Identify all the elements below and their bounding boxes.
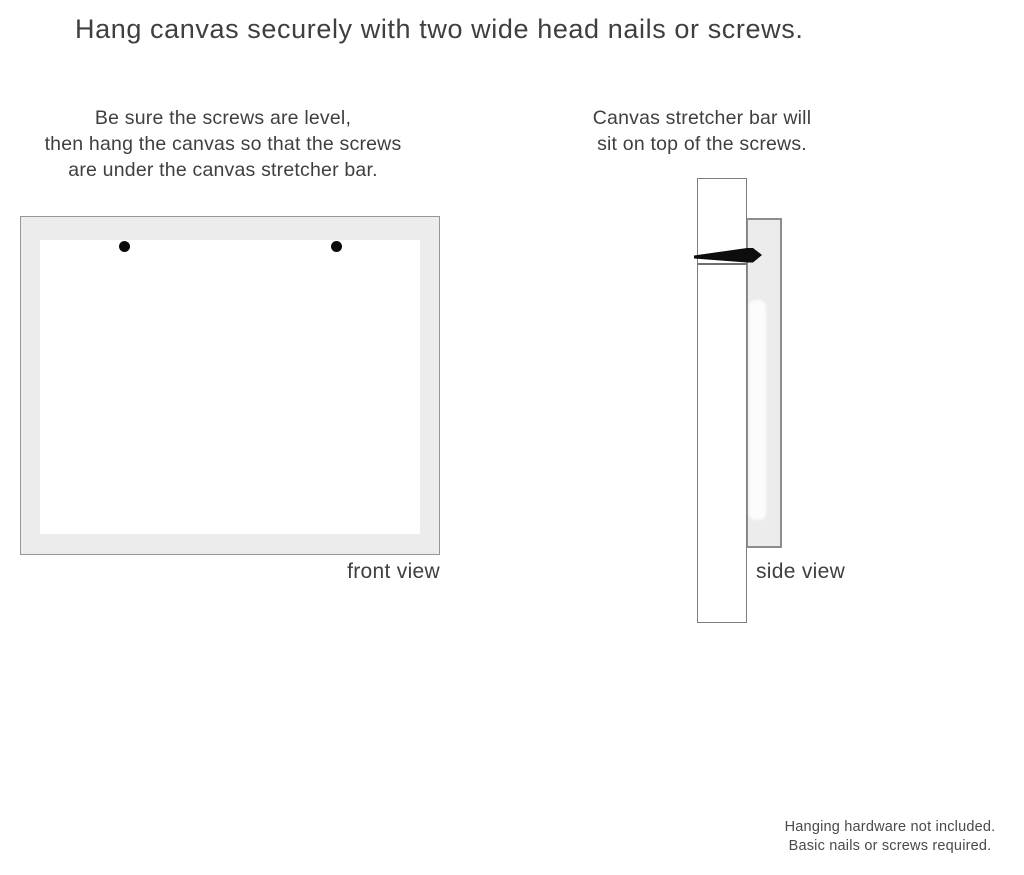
front-view-instruction-line-2: then hang the canvas so that the screws	[44, 133, 402, 155]
front-view-label: front view	[347, 560, 440, 583]
side-view-instruction: Canvas stretcher bar will sit on top of …	[570, 105, 834, 157]
hardware-footnote: Hanging hardware not included. Basic nai…	[762, 818, 1018, 856]
side-view-bar-divider-line	[698, 263, 746, 265]
side-view-canvas-edge	[746, 218, 782, 548]
hardware-footnote-line-1: Hanging hardware not included.	[784, 819, 996, 835]
front-view-canvas-diagram	[20, 216, 440, 555]
front-view-canvas-face	[40, 240, 420, 534]
screw-dot-left-icon	[119, 241, 130, 252]
side-view-instruction-line-2: sit on top of the screws.	[597, 133, 807, 155]
side-view-canvas-inner-strip	[749, 300, 766, 520]
screw-dot-right-icon	[331, 241, 342, 252]
hardware-footnote-line-2: Basic nails or screws required.	[788, 838, 992, 854]
nail-side-icon	[694, 248, 762, 263]
front-view-instruction: Be sure the screws are level, then hang …	[13, 105, 433, 183]
front-view-instruction-line-3: are under the canvas stretcher bar.	[68, 159, 378, 181]
side-view-instruction-line-1: Canvas stretcher bar will	[592, 107, 812, 129]
side-view-label: side view	[756, 560, 846, 583]
page-title: Hang canvas securely with two wide head …	[75, 14, 804, 44]
front-view-instruction-line-1: Be sure the screws are level,	[94, 107, 352, 129]
